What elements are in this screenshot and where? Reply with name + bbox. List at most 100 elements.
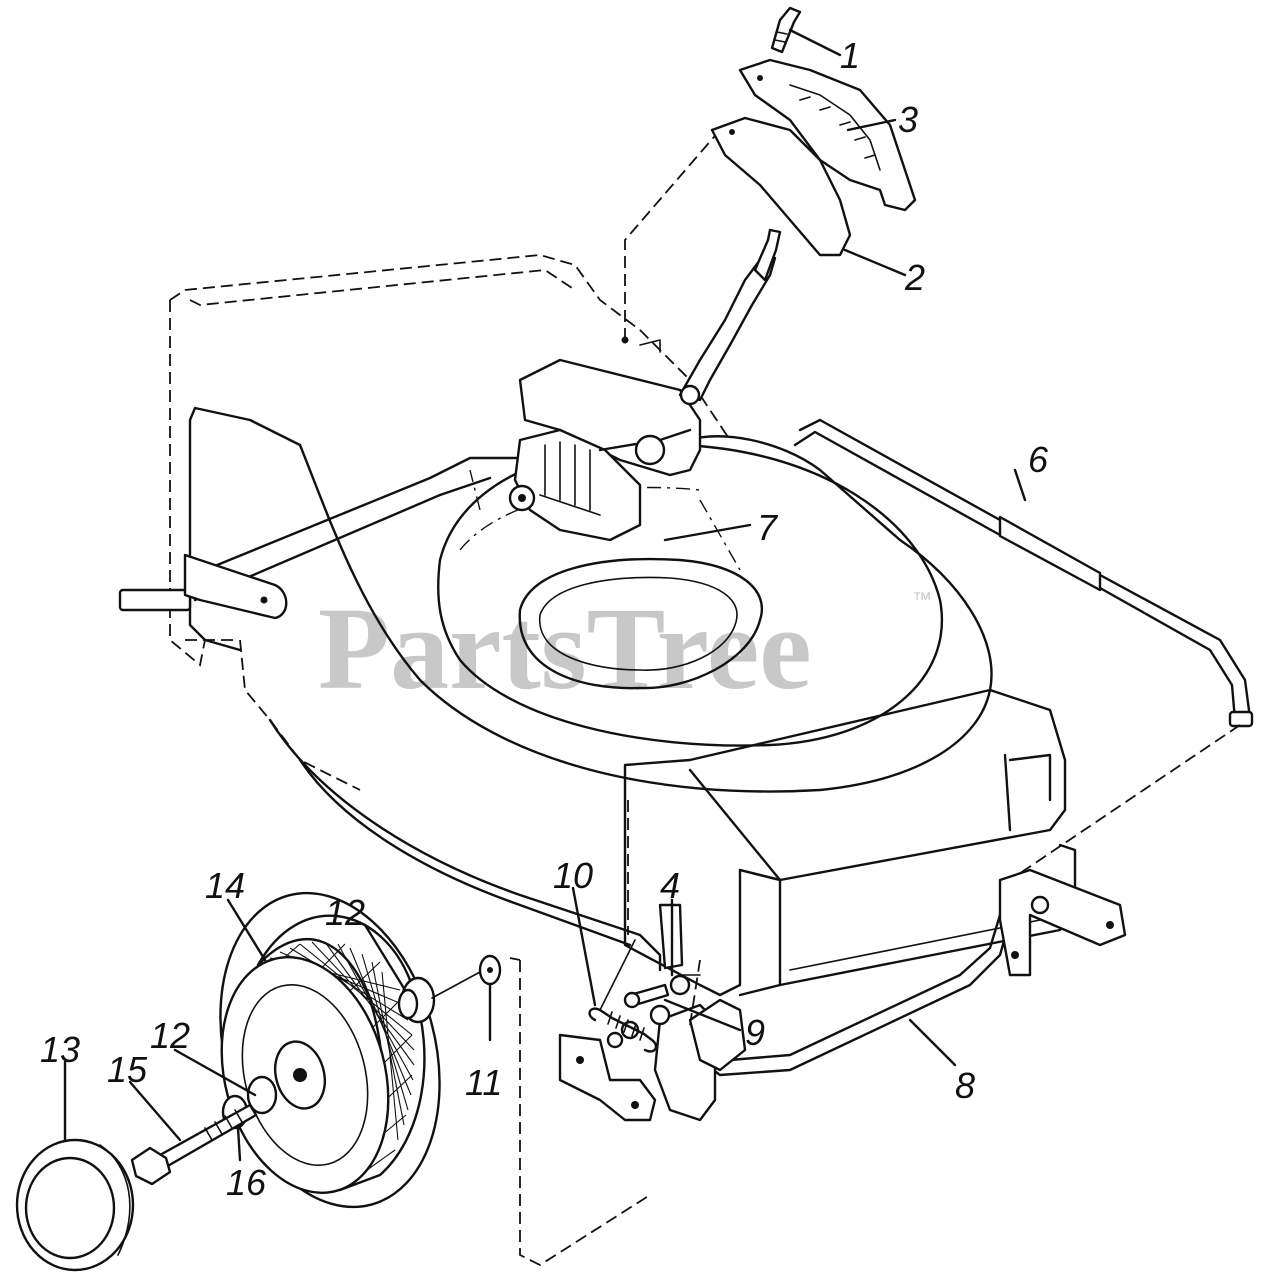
extension-spring bbox=[588, 1007, 658, 1053]
leader-16 bbox=[236, 1126, 242, 1162]
deck-front-box-face bbox=[688, 753, 1052, 997]
cover-screw bbox=[770, 6, 802, 54]
callout-2: 2 bbox=[904, 257, 925, 298]
callout-7: 7 bbox=[757, 507, 779, 548]
handle-rod-grip bbox=[998, 515, 1102, 592]
callout-15: 15 bbox=[107, 1049, 148, 1090]
watermark-trademark: ™ bbox=[912, 589, 932, 611]
deck-rear-outline-dashed bbox=[169, 254, 731, 791]
handle-rod-lower bbox=[793, 430, 1237, 722]
rear-axle-bracket bbox=[183, 553, 288, 620]
deck-hidden-lines bbox=[459, 469, 741, 571]
cover-mount-slot bbox=[639, 339, 661, 353]
axle-to-deck-dashed bbox=[689, 959, 701, 1026]
leader-12-upper bbox=[363, 923, 407, 992]
leader-14 bbox=[226, 898, 267, 962]
front-right-bracket-pivot bbox=[1030, 895, 1050, 915]
callout-11: 11 bbox=[465, 1062, 502, 1103]
mechanism-ribs bbox=[539, 441, 601, 516]
mechanism-shaft-collar bbox=[634, 434, 666, 466]
height-adjust-mechanism bbox=[508, 129, 782, 542]
lever-pivot bbox=[679, 384, 701, 406]
lower-cover-plate bbox=[710, 116, 852, 257]
wheel-bolt-shank bbox=[158, 1103, 258, 1169]
rear-axle-bracket-hole bbox=[260, 596, 268, 604]
rear-axle-assembly bbox=[118, 456, 522, 620]
wheel-washer-hole bbox=[487, 967, 493, 973]
wheel-bolt-thread bbox=[204, 1109, 243, 1141]
front-left-plate-arm bbox=[688, 998, 747, 1072]
callout-leader-lines bbox=[63, 28, 1027, 1162]
callout-10: 10 bbox=[553, 855, 593, 896]
hub-cap-inner bbox=[24, 1156, 116, 1260]
engine-mount-opening bbox=[518, 557, 763, 690]
front-axle-leader-dashed bbox=[509, 957, 651, 1267]
upper-cover-slots bbox=[789, 84, 881, 171]
leader-1 bbox=[788, 28, 842, 57]
leader-3 bbox=[846, 118, 897, 132]
callout-8: 8 bbox=[955, 1065, 975, 1106]
front-right-bracket-hole-a bbox=[1106, 921, 1114, 929]
handle-cover-assembly bbox=[710, 6, 917, 257]
handle-rod-end bbox=[1228, 710, 1254, 728]
front-left-washer-c bbox=[649, 1004, 671, 1026]
handle-rod-upper bbox=[798, 418, 1252, 720]
leader-15 bbox=[128, 1080, 182, 1142]
handle-rod-leader bbox=[1009, 724, 1241, 881]
leader-6 bbox=[1013, 468, 1027, 502]
shoulder-bolt-nut bbox=[669, 974, 691, 996]
leader-7 bbox=[663, 523, 752, 542]
cover-mount-point bbox=[621, 336, 629, 344]
callout-1: 1 bbox=[840, 35, 860, 76]
front-left-bracket bbox=[558, 1033, 657, 1122]
callout-9: 9 bbox=[745, 1012, 765, 1053]
spring-coils bbox=[607, 1011, 645, 1041]
washer-leader-line bbox=[431, 971, 481, 999]
callout-12-lower: 12 bbox=[150, 1015, 190, 1056]
front-left-washer-a bbox=[606, 1031, 624, 1049]
mechanism-pivot-center bbox=[518, 494, 526, 502]
front-left-bracket-hole-a bbox=[576, 1056, 584, 1064]
wheel-axle-hole bbox=[293, 1068, 307, 1082]
callout-13: 13 bbox=[40, 1029, 80, 1070]
height-adjust-lever bbox=[678, 256, 777, 402]
upper-cover-plate bbox=[738, 58, 917, 212]
deck-skirt bbox=[268, 718, 662, 972]
cover-screw-thread bbox=[774, 31, 788, 43]
leader-2 bbox=[843, 248, 907, 277]
callout-4: 4 bbox=[660, 865, 680, 906]
lower-cover-hole bbox=[729, 129, 735, 135]
callout-14: 14 bbox=[205, 865, 245, 906]
front-axle-assembly bbox=[509, 868, 1127, 1267]
deck-body bbox=[298, 435, 993, 793]
spring-and-bolt-hardware bbox=[588, 903, 701, 1053]
front-right-bracket-hole-b bbox=[1011, 951, 1019, 959]
deck-front-box bbox=[623, 688, 1067, 997]
engine-mount-inner bbox=[539, 576, 738, 671]
watermark: PartsTree ™ bbox=[318, 583, 932, 714]
callout-3: 3 bbox=[898, 99, 918, 140]
hub-cap-rim bbox=[99, 1144, 131, 1256]
wheel-bolt-head bbox=[130, 1146, 172, 1186]
watermark-text: PartsTree bbox=[318, 583, 812, 714]
callout-6: 6 bbox=[1028, 439, 1049, 480]
leader-8 bbox=[908, 1018, 957, 1067]
rear-axle-stub bbox=[118, 588, 192, 612]
callout-12-upper: 12 bbox=[325, 892, 365, 933]
front-handle-rod bbox=[793, 418, 1254, 881]
spring-leader-lines bbox=[599, 939, 701, 1011]
leader-10 bbox=[571, 886, 597, 1007]
front-right-bracket bbox=[998, 868, 1127, 977]
callout-labels: 1 2 3 4 6 7 8 9 10 11 12 12 13 14 15 16 bbox=[40, 35, 1049, 1203]
lever-grip bbox=[753, 228, 782, 282]
leader-12-lower bbox=[173, 1048, 257, 1097]
upper-cover-screw-hole bbox=[757, 75, 763, 81]
shoulder-bolt-head bbox=[623, 991, 641, 1009]
wheel-bearing-upper-inner bbox=[397, 988, 419, 1020]
callout-16: 16 bbox=[226, 1162, 267, 1203]
front-left-bracket-hole-b bbox=[631, 1101, 639, 1109]
cover-leader-dashed bbox=[624, 129, 721, 340]
wheel-bearing-lower bbox=[246, 1075, 278, 1115]
